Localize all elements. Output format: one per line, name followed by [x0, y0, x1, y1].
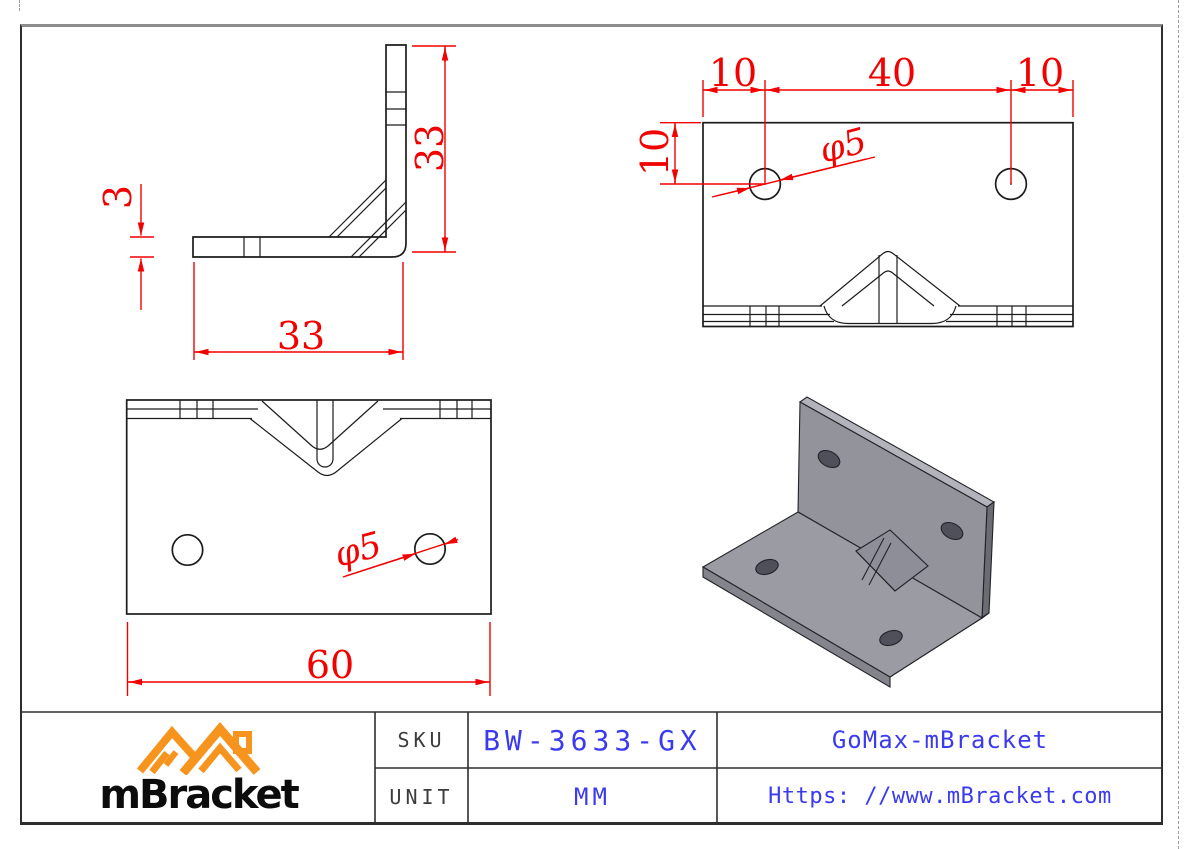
front-view-dimensions: [126, 536, 491, 696]
sku-value: BW-3633-GX: [483, 723, 702, 757]
sku-value-cell: BW-3633-GX: [469, 713, 716, 767]
top-view-dimensions: [660, 80, 1074, 198]
side-view-dimensions: [130, 45, 456, 360]
paper-edge-dashed-top-left: [19, 0, 20, 11]
company-cell: GoMax-mBracket: [718, 713, 1162, 767]
unit-label-cell: UNIT: [376, 769, 467, 824]
drawing-frame: [20, 24, 1163, 825]
dim-side-width: 33: [277, 314, 325, 358]
title-block-grid: [20, 711, 1163, 825]
sku-label-cell: SKU: [376, 713, 467, 767]
top-view: [702, 121, 1074, 328]
side-view: [192, 44, 407, 258]
dim-side-height: 33: [408, 124, 452, 172]
sku-label: SKU: [397, 728, 446, 752]
unit-label: UNIT: [389, 784, 454, 809]
logo: mBracket: [22, 712, 375, 823]
dim-top-span: 40: [868, 51, 916, 95]
dim-top-edge: 10: [633, 128, 677, 176]
unit-value: MM: [574, 782, 611, 811]
dim-front-width: 60: [306, 643, 354, 687]
website-url: Https: //www.mBracket.com: [768, 784, 1112, 809]
company-name: GoMax-mBracket: [831, 726, 1049, 754]
dim-top-right: 10: [1016, 51, 1064, 95]
unit-value-cell: MM: [469, 769, 716, 824]
dim-side-thickness: 3: [96, 185, 140, 209]
dim-front-hole-diameter: φ5: [330, 525, 386, 576]
paper-edge-dashed-right: [1178, 0, 1179, 849]
dim-top-hole-diameter: φ5: [815, 121, 871, 172]
website-cell: Https: //www.mBracket.com: [718, 769, 1162, 824]
logo-text: mBracket: [99, 771, 299, 818]
iso-view: [701, 396, 996, 688]
front-view: [125, 399, 492, 615]
logo-mountain-icon: [136, 721, 260, 775]
dim-top-left: 10: [709, 51, 757, 95]
